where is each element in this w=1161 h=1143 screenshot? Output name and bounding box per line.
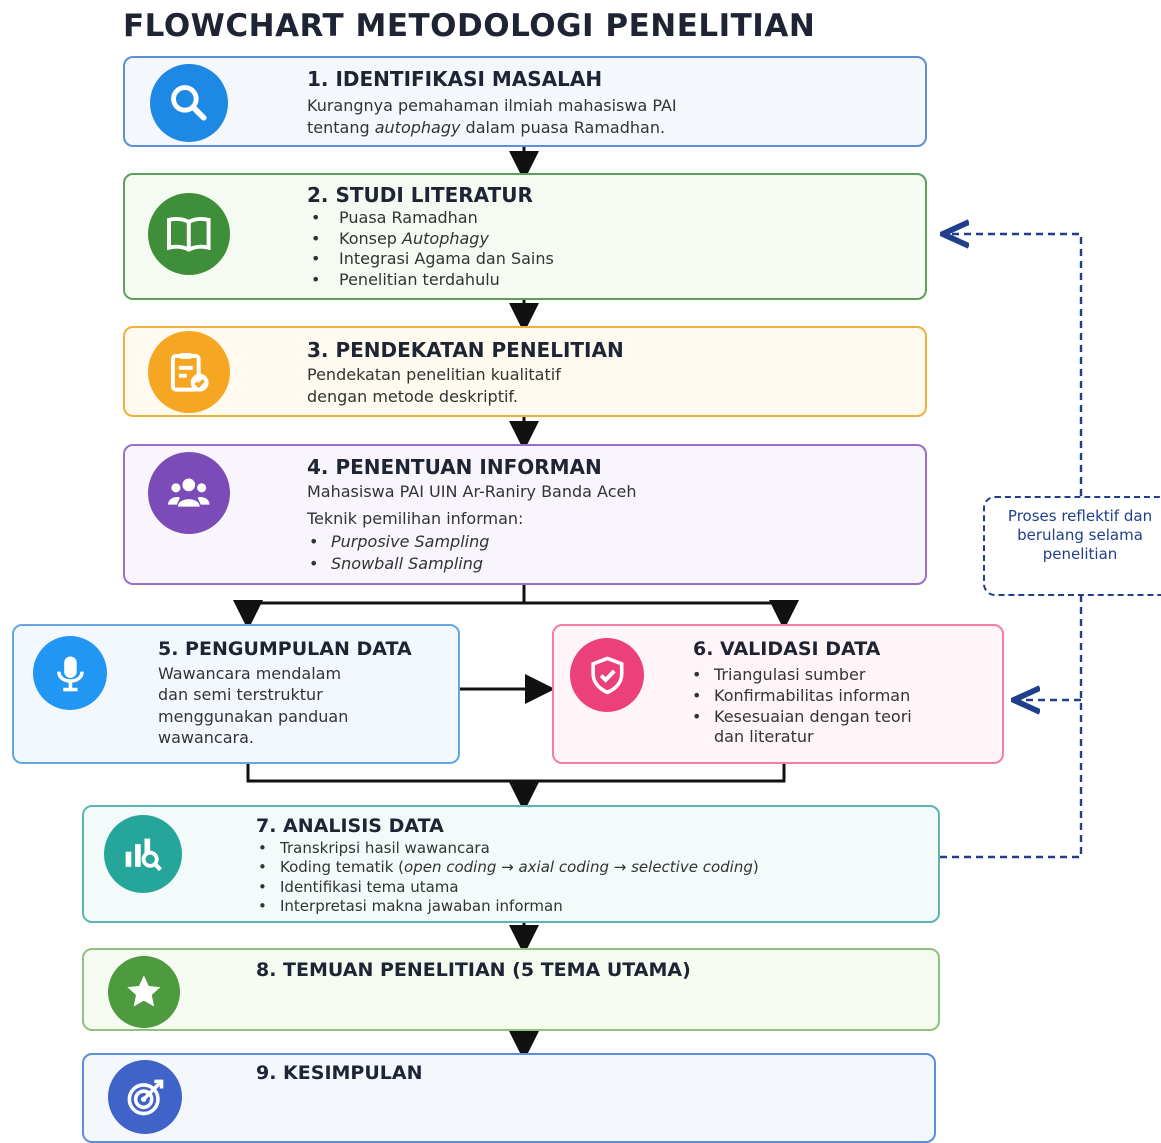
microphone-icon bbox=[33, 636, 107, 710]
step-8-box bbox=[82, 948, 940, 1031]
step-4-heading: 4. PENENTUAN INFORMAN bbox=[307, 455, 602, 479]
feedback-loop-line bbox=[940, 234, 1083, 859]
step-6-list-continuation: dan literatur bbox=[714, 727, 814, 746]
feedback-note-text: Proses reflektif dan berulang selama pen… bbox=[1007, 507, 1153, 563]
feedback-note-box bbox=[983, 496, 1161, 596]
step-4-box bbox=[123, 444, 927, 585]
list-item: Kesesuaian dengan teori bbox=[690, 706, 912, 727]
step-3-description: Pendekatan penelitian kualitatif dengan … bbox=[307, 365, 561, 406]
step-6-heading: 6. VALIDASI DATA bbox=[693, 638, 881, 660]
step-6-list: Triangulasi sumber Konfirmabilitas infor… bbox=[690, 664, 912, 727]
list-item: Snowball Sampling bbox=[307, 553, 489, 575]
step-1-description: Kurangnya pemahaman ilmiah mahasiswa PAI… bbox=[307, 96, 677, 137]
list-item: Puasa Ramadhan bbox=[307, 208, 554, 229]
step-9-box bbox=[82, 1053, 936, 1143]
magnifier-icon bbox=[150, 64, 228, 142]
list-item: Koding tematik (open coding → axial codi… bbox=[256, 858, 759, 878]
step-7-list: Transkripsi hasil wawancara Koding temat… bbox=[256, 839, 759, 916]
step-4-teknik-label: Teknik pemilihan informan: bbox=[307, 509, 524, 528]
step-5-description: Wawancara mendalam dan semi terstruktur … bbox=[158, 664, 349, 747]
step-2-heading: 2. STUDI LITERATUR bbox=[307, 183, 533, 207]
step-1-box bbox=[123, 56, 927, 147]
step-7-heading: 7. ANALISIS DATA bbox=[256, 815, 444, 837]
list-item: Konfirmabilitas informan bbox=[690, 685, 912, 706]
users-icon bbox=[148, 452, 230, 534]
chart-search-icon bbox=[104, 815, 182, 893]
list-item: Konsep Autophagy bbox=[307, 229, 554, 250]
step-3-heading: 3. PENDEKATAN PENELITIAN bbox=[307, 338, 624, 362]
connector-4-split bbox=[248, 585, 784, 605]
book-icon bbox=[148, 193, 230, 275]
list-item: Penelitian terdahulu bbox=[307, 270, 554, 291]
step-8-heading: 8. TEMUAN PENELITIAN (5 TEMA UTAMA) bbox=[256, 959, 691, 981]
connector-merge-7 bbox=[246, 764, 786, 783]
step-3-box bbox=[123, 326, 927, 417]
list-item: Purposive Sampling bbox=[307, 531, 489, 553]
list-item: Interpretasi makna jawaban informan bbox=[256, 897, 759, 917]
step-1-heading: 1. IDENTIFIKASI MASALAH bbox=[307, 67, 603, 91]
shield-check-icon bbox=[570, 638, 644, 712]
list-item: Transkripsi hasil wawancara bbox=[256, 839, 759, 859]
step-4-list: Purposive Sampling Snowball Sampling bbox=[307, 531, 489, 575]
step-9-heading: 9. KESIMPULAN bbox=[256, 1062, 423, 1084]
step-2-list: Puasa Ramadhan Konsep Autophagy Integras… bbox=[307, 208, 554, 291]
list-item: Identifikasi tema utama bbox=[256, 878, 759, 898]
list-item: Integrasi Agama dan Sains bbox=[307, 249, 554, 270]
clipboard-check-icon bbox=[148, 331, 230, 413]
step-5-heading: 5. PENGUMPULAN DATA bbox=[158, 638, 412, 660]
page-title: FLOWCHART METODOLOGI PENELITIAN bbox=[123, 8, 816, 44]
target-icon bbox=[108, 1060, 182, 1134]
step-4-informan: Mahasiswa PAI UIN Ar-Raniry Banda Aceh bbox=[307, 482, 637, 501]
star-icon bbox=[108, 956, 180, 1028]
list-item: Triangulasi sumber bbox=[690, 664, 912, 685]
